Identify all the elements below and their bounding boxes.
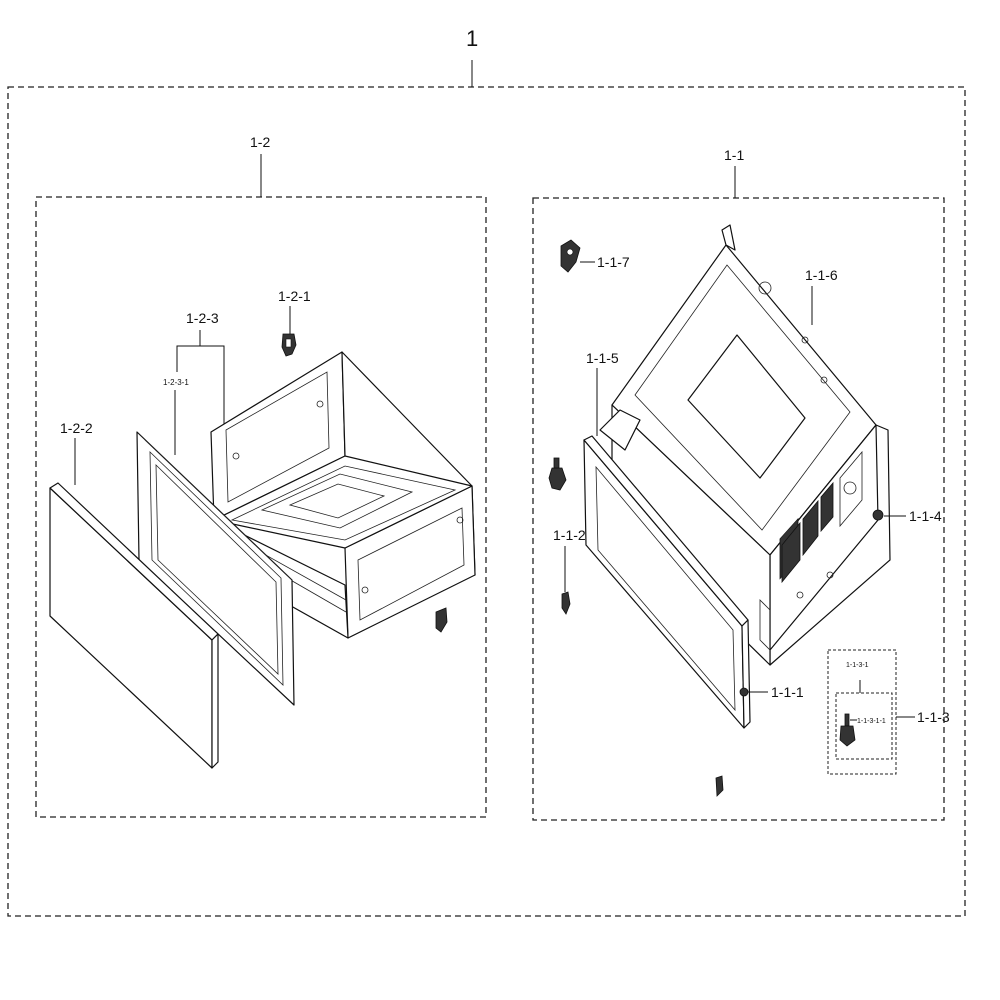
small-screw-part [715, 775, 724, 797]
label-1-1-3-1-1: 1-1-3-1-1 [857, 718, 886, 725]
label-1-1-7: 1-1-7 [597, 254, 630, 270]
assembly-1-boundary [7, 86, 966, 917]
drawer-clip-part [281, 333, 297, 357]
foot-part-1-1-5 [548, 457, 567, 491]
label-1-1-5: 1-1-5 [586, 350, 619, 366]
label-assembly-1: 1 [466, 26, 478, 51]
subgroup-1-1-3-1-boundary [835, 692, 893, 760]
hook-part-1-1-7 [560, 239, 581, 273]
label-1-1-4: 1-1-4 [909, 508, 942, 524]
screw-part-1-1-1 [739, 687, 749, 697]
part-1-1-3-1-1 [839, 713, 856, 747]
label-1-2-2: 1-2-2 [60, 420, 93, 436]
bracket-1-2-3 [176, 330, 225, 428]
drawer-small-clip [435, 607, 448, 633]
drawer-box-part [210, 351, 476, 639]
label-1-1-1: 1-1-1 [771, 684, 804, 700]
part-1-1-4 [872, 509, 884, 521]
label-1-2-1: 1-2-1 [278, 288, 311, 304]
label-1-2-3: 1-2-3 [186, 310, 219, 326]
spring-part-1-1-2 [561, 591, 571, 615]
label-1-1: 1-1 [724, 147, 744, 163]
front-frame-part-1-1-5 [583, 435, 751, 729]
housing-part-1-1-6 [599, 224, 891, 666]
label-1-1-3: 1-1-3 [917, 709, 950, 725]
label-1-1-2: 1-1-2 [553, 527, 586, 543]
subgroup-1-1-3-boundary [827, 649, 897, 775]
label-1-2-3-1: 1-2-3-1 [163, 378, 189, 387]
label-1-1-6: 1-1-6 [805, 267, 838, 283]
label-1-1-3-1: 1-1-3-1 [846, 662, 869, 669]
drawer-front-panel-part [49, 482, 219, 769]
label-1-2: 1-2 [250, 134, 270, 150]
subassembly-1-1-boundary [532, 197, 945, 821]
drawer-inner-frame-part [136, 431, 295, 706]
